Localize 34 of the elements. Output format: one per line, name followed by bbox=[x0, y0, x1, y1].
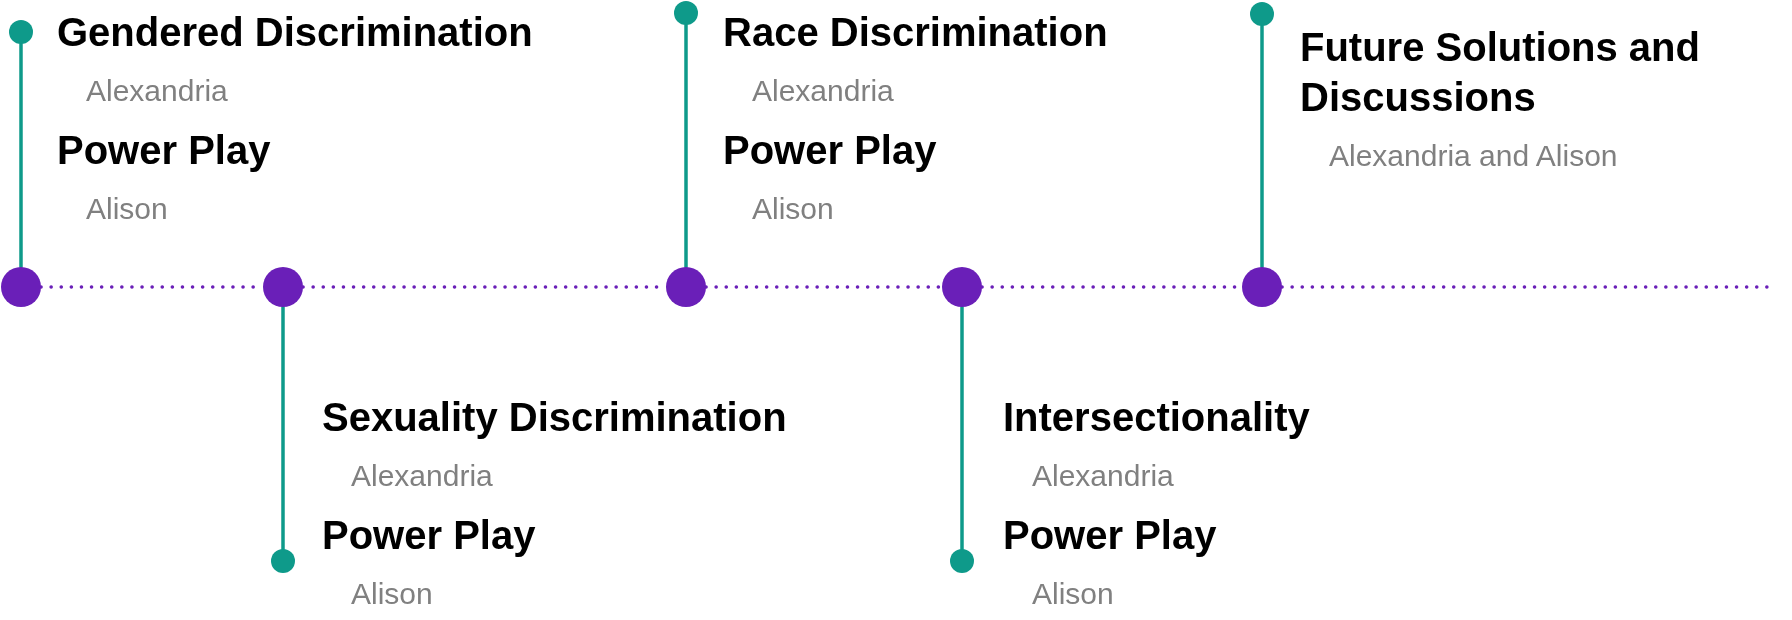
timeline-dot bbox=[263, 267, 303, 307]
topic-title: Power Play bbox=[1003, 512, 1218, 559]
stem-end-dot bbox=[1250, 2, 1274, 26]
topic-title: Gendered Discrimination bbox=[57, 9, 534, 56]
connector-line bbox=[281, 305, 285, 551]
timeline-dot bbox=[942, 267, 982, 307]
topic-title: Race Discrimination bbox=[723, 9, 1109, 56]
connector-line bbox=[19, 42, 23, 269]
topic-title: Power Play bbox=[57, 127, 272, 174]
presenter-name: Alexandria and Alison bbox=[1328, 138, 1619, 174]
presenter-name: Alexandria bbox=[1031, 458, 1175, 494]
presenter-name: Alexandria bbox=[751, 73, 895, 109]
presenter-name: Alexandria bbox=[85, 73, 229, 109]
connector-line bbox=[684, 23, 688, 269]
stem-end-dot bbox=[271, 549, 295, 573]
presenter-name: Alison bbox=[350, 576, 434, 612]
topic-title: Power Play bbox=[723, 127, 938, 174]
stem-end-dot bbox=[9, 20, 33, 44]
topic-title: Intersectionality bbox=[1003, 394, 1311, 441]
stem-end-dot bbox=[674, 1, 698, 25]
stem-end-dot bbox=[950, 549, 974, 573]
presenter-name: Alison bbox=[85, 191, 169, 227]
connector-line bbox=[960, 305, 964, 551]
topic-title: Sexuality Discrimination bbox=[322, 394, 788, 441]
presenter-name: Alexandria bbox=[350, 458, 494, 494]
connector-line bbox=[1260, 24, 1264, 269]
dotted-timeline-line bbox=[1280, 285, 1771, 289]
topic-title: Power Play bbox=[322, 512, 537, 559]
timeline-dot bbox=[1, 267, 41, 307]
presenter-name: Alison bbox=[1031, 576, 1115, 612]
presenter-name: Alison bbox=[751, 191, 835, 227]
topic-title: Future Solutions and Discussions bbox=[1300, 24, 1701, 121]
timeline-dot bbox=[666, 267, 706, 307]
timeline-dot bbox=[1242, 267, 1282, 307]
